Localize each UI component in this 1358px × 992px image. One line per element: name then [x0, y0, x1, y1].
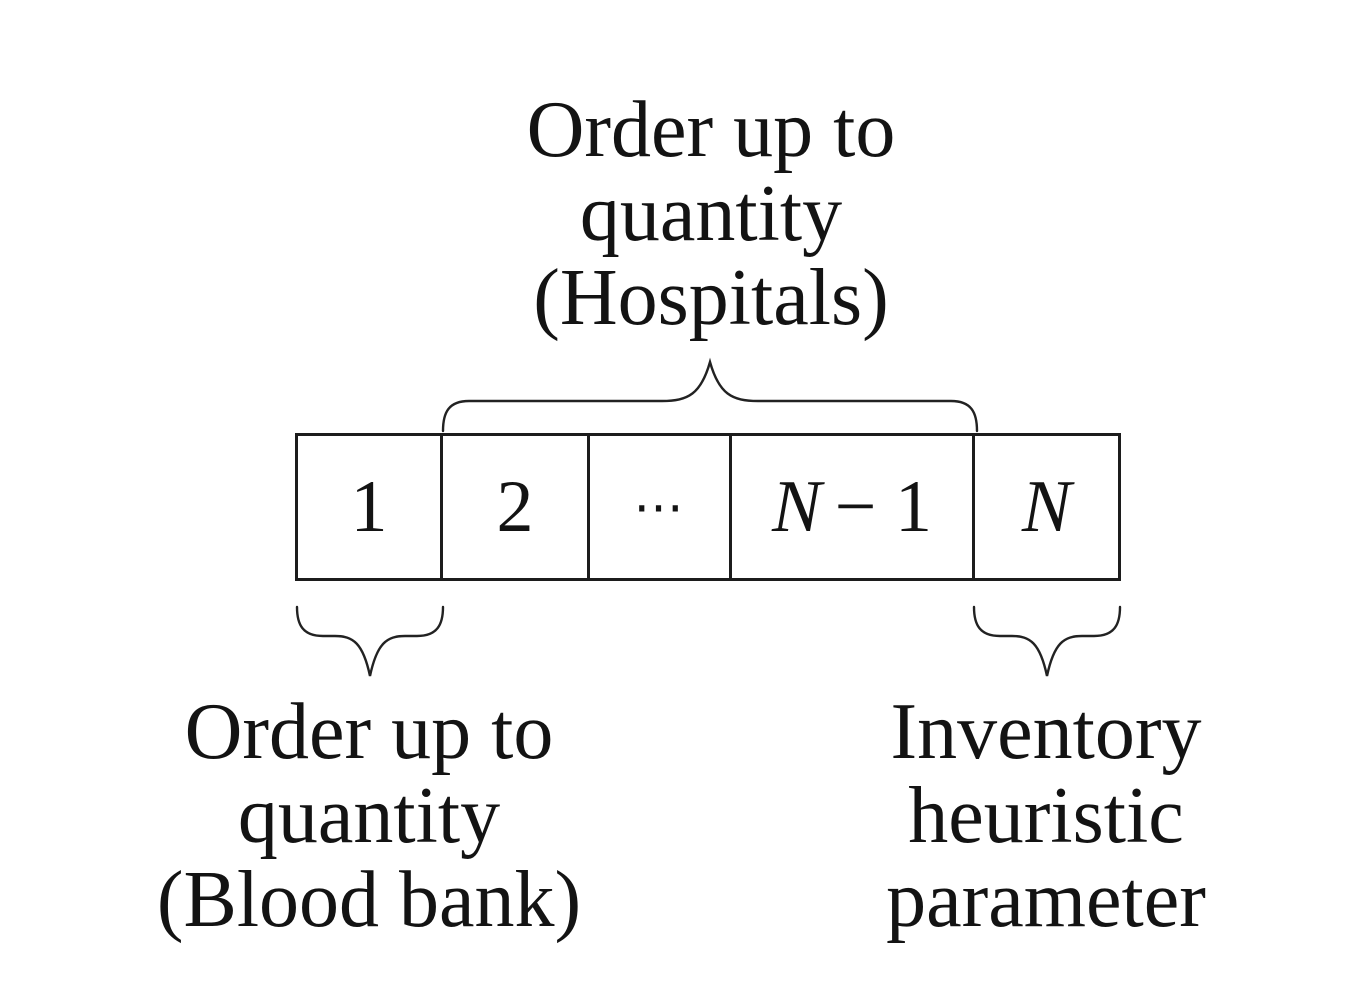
top-annotation-line: quantity [579, 170, 843, 258]
array-cell-1: 1 [298, 436, 443, 578]
overbrace-icon [441, 357, 979, 433]
bottom-right-annotation-line: heuristic [908, 772, 1184, 860]
bottom-left-annotation: Order up to quantity (Blood bank) [157, 690, 581, 942]
array-row: 1 2 ⋯ N − 1 N [295, 433, 1121, 581]
cell-value-rest: − 1 [834, 466, 932, 548]
cell-value: 1 [350, 466, 388, 548]
array-cell-n: N [975, 436, 1118, 578]
cell-value-variable: N [1021, 466, 1072, 548]
top-annotation-line: (Hospitals) [533, 254, 889, 342]
cell-value-variable: N [772, 466, 822, 548]
bottom-left-annotation-line: quantity [237, 772, 501, 860]
underbrace-right-icon [972, 605, 1122, 677]
ellipsis-icon: ⋯ [633, 476, 686, 536]
bottom-right-annotation: Inventory heuristic parameter [886, 690, 1206, 942]
top-annotation: Order up to quantity (Hospitals) [527, 88, 896, 340]
array-cell-2: 2 [443, 436, 590, 578]
cell-value: 2 [496, 466, 534, 548]
bottom-left-annotation-line: Order up to [184, 688, 554, 776]
bottom-right-annotation-line: Inventory [890, 688, 1202, 776]
bottom-right-annotation-line: parameter [886, 856, 1206, 944]
underbrace-left-icon [295, 605, 445, 677]
bottom-left-annotation-line: (Blood bank) [156, 856, 582, 944]
top-annotation-line: Order up to [526, 86, 896, 174]
array-cell-n-minus-1: N − 1 [732, 436, 975, 578]
array-cell-ellipsis: ⋯ [590, 436, 732, 578]
